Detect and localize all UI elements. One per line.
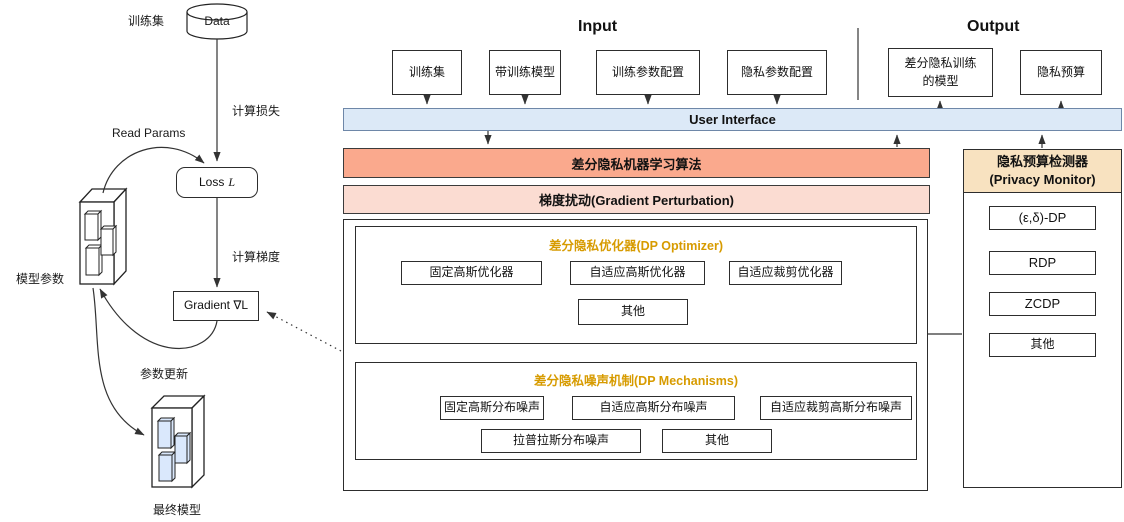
input-box-training-params: 训练参数配置 [596,50,700,95]
loss-label: Loss [198,174,225,189]
compute-loss-label: 计算损失 [232,104,281,118]
input-box-training-set: 训练集 [392,50,462,95]
data-cylinder-label: Data [204,14,230,28]
model-params-icon [78,187,128,286]
optimizer-box-other: 其他 [578,299,688,325]
gradient-node: Gradient ∇L [173,291,259,321]
training-set-label: 训练集 [128,14,165,28]
input-title: Input [578,18,618,35]
arrow-perturbation-to-gradient [266,311,342,352]
monitor-box-other: 其他 [989,333,1096,357]
final-model-label: 最终模型 [153,503,202,517]
mechanism-box-fixed-gaussian-noise: 固定高斯分布噪声 [440,396,544,420]
mechanism-box-adaptive-gaussian-noise: 自适应高斯分布噪声 [572,396,735,420]
model-params-label: 模型参数 [16,272,65,286]
user-interface-bar: User Interface [343,108,1122,131]
input-box-privacy-params: 隐私参数配置 [727,50,827,95]
output-box-privacy-budget: 隐私预算 [1020,50,1102,95]
loss-variable: L [228,174,236,189]
dp-optimizer-panel: 差分隐私优化器(DP Optimizer) [355,226,917,344]
privacy-monitor-panel: 隐私预算检测器 (Privacy Monitor) [963,149,1122,488]
dp-mechanisms-title: 差分隐私噪声机制(DP Mechanisms) [534,374,738,388]
privacy-monitor-header: 隐私预算检测器 (Privacy Monitor) [964,150,1121,193]
param-update-label: 参数更新 [140,367,189,381]
read-params-label: Read Params [112,126,186,140]
output-title: Output [967,18,1020,35]
final-model-icon [150,394,206,489]
dp-ml-algorithm-bar: 差分隐私机器学习算法 [343,148,930,178]
optimizer-box-adaptive-clipping: 自适应裁剪优化器 [729,261,842,285]
optimizer-box-adaptive-gaussian: 自适应高斯优化器 [570,261,705,285]
input-box-model-to-train: 带训练模型 [489,50,561,95]
monitor-box-zcdp: ZCDP [989,292,1096,316]
mechanism-box-laplace-noise: 拉普拉斯分布噪声 [481,429,641,453]
arrow-to-final-model [92,287,145,436]
mechanism-box-other: 其他 [662,429,772,453]
compute-gradient-label: 计算梯度 [232,250,281,264]
output-box-dp-trained-model: 差分隐私训练的模型 [888,48,993,97]
privacy-monitor-title-en: (Privacy Monitor) [989,172,1096,187]
monitor-box-epsilon-delta-dp: (ε,δ)-DP [989,206,1096,230]
monitor-box-rdp: RDP [989,251,1096,275]
optimizer-box-fixed-gaussian: 固定高斯优化器 [401,261,542,285]
dp-optimizer-title: 差分隐私优化器(DP Optimizer) [548,239,724,253]
privacy-monitor-title-cn: 隐私预算检测器 [996,154,1088,170]
gradient-perturbation-bar: 梯度扰动(Gradient Perturbation) [343,185,930,214]
mechanism-box-adaptive-clipping-gaussian-noise: 自适应裁剪高斯分布噪声 [760,396,912,420]
